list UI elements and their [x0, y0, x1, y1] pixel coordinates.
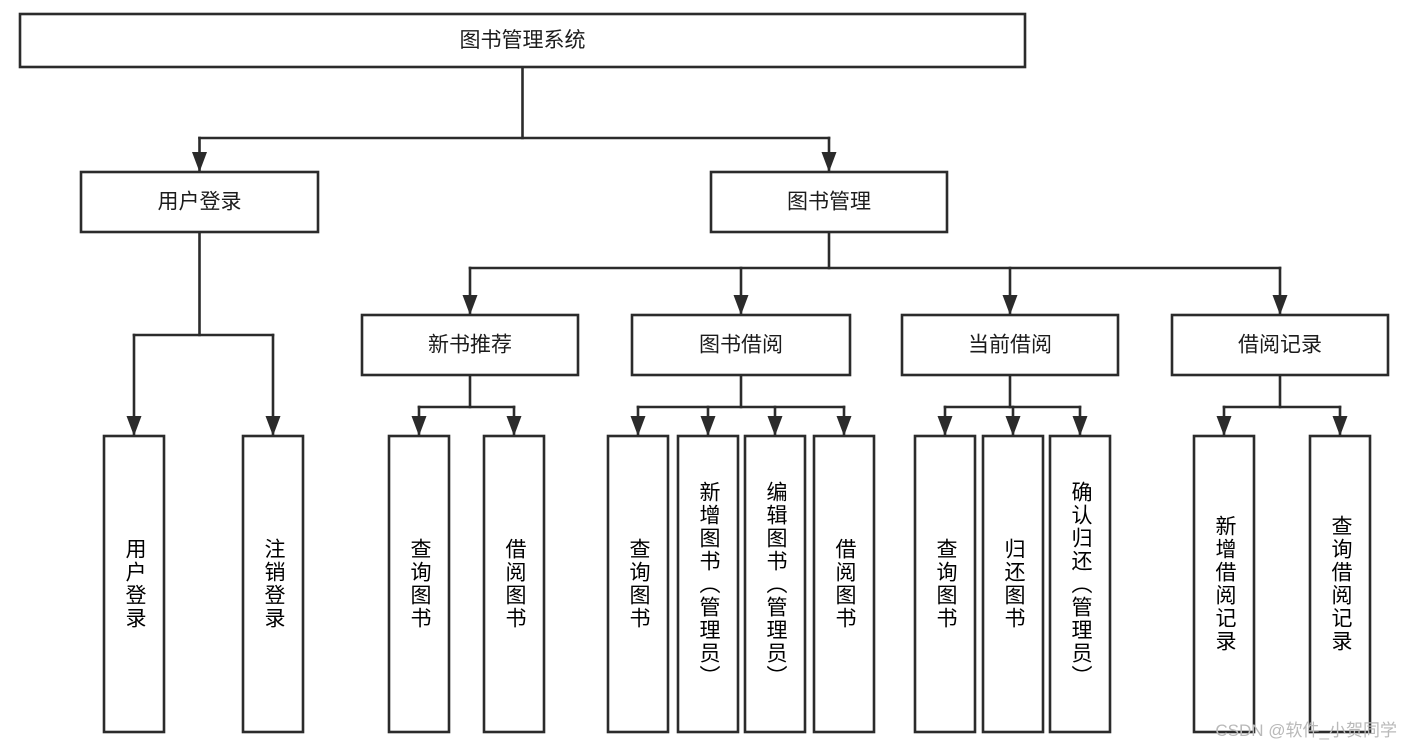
node-leaf-confirm-return-label-wrap: 确认归还（管理员） [1069, 480, 1092, 688]
node-leaf-logout[interactable]: 注销登录 [241, 434, 305, 734]
arrow-bookmgmt-to-book-borrow [733, 295, 749, 315]
node-leaf-confirm-return[interactable]: 确认归还（管理员） [1048, 434, 1112, 734]
node-leaf-confirm-return-label: 确认归还（管理员） [1069, 480, 1092, 688]
node-leaf-borrow-book-1-label: 借阅图书 [503, 538, 526, 630]
node-leaf-query-book-3[interactable]: 查询图书 [913, 434, 977, 734]
node-leaf-borrow-book-1-label-wrap: 借阅图书 [503, 538, 526, 630]
node-leaf-query-borrow-record-label: 查询借阅记录 [1329, 515, 1352, 653]
node-root-box[interactable] [18, 12, 1027, 69]
node-root[interactable]: 图书管理系统 [18, 12, 1027, 69]
node-leaf-user-login-label-wrap: 用户登录 [123, 538, 146, 630]
arrow-new-book-recommend-to-leaf-borrow-book-1 [506, 416, 522, 436]
node-borrow-record-box[interactable] [1170, 313, 1390, 377]
node-leaf-return-book[interactable]: 归还图书 [981, 434, 1045, 734]
node-leaf-add-book-admin[interactable]: 新增图书（管理员） [676, 434, 740, 734]
node-new-book-recommend-label: 新书推荐 [428, 334, 512, 357]
node-leaf-query-book-2-box[interactable] [606, 434, 670, 734]
node-leaf-edit-book-admin-box[interactable] [743, 434, 807, 734]
node-leaf-query-book-3-box[interactable] [913, 434, 977, 734]
node-leaf-logout-label: 注销登录 [262, 538, 285, 630]
node-user-login[interactable]: 用户登录 [79, 170, 320, 234]
node-leaf-add-borrow-record-label: 新增借阅记录 [1213, 515, 1236, 653]
node-leaf-return-book-box[interactable] [981, 434, 1045, 734]
arrow-bookmgmt-to-new-book-recommend [462, 295, 478, 315]
node-leaf-return-book-label-wrap: 归还图书 [1002, 538, 1025, 630]
node-leaf-borrow-book-2-box[interactable] [812, 434, 876, 734]
node-leaf-borrow-book-2[interactable]: 借阅图书 [812, 434, 876, 734]
node-leaf-query-book-2[interactable]: 查询图书 [606, 434, 670, 734]
node-leaf-add-book-admin-box[interactable] [676, 434, 740, 734]
node-new-book-recommend-box[interactable] [360, 313, 580, 377]
node-leaf-borrow-book-1[interactable]: 借阅图书 [482, 434, 546, 734]
node-leaf-add-book-admin-label-wrap: 新增图书（管理员） [697, 480, 720, 688]
node-leaf-add-borrow-record-box[interactable] [1192, 434, 1256, 734]
node-leaf-borrow-book-2-label: 借阅图书 [833, 538, 856, 630]
node-leaf-user-login-box[interactable] [102, 434, 166, 734]
node-borrow-record-label: 借阅记录 [1238, 334, 1322, 357]
node-new-book-recommend[interactable]: 新书推荐 [360, 313, 580, 377]
node-leaf-query-book-3-label-wrap: 查询图书 [934, 538, 957, 630]
arrow-bookmgmt-to-borrow-record [1272, 295, 1288, 315]
node-book-management[interactable]: 图书管理 [709, 170, 949, 234]
node-leaf-query-book-1[interactable]: 查询图书 [387, 434, 451, 734]
arrow-current-borrow-to-leaf-confirm-return [1072, 416, 1088, 436]
arrow-bookmgmt-to-current-borrow [1002, 295, 1018, 315]
node-leaf-query-book-3-label: 查询图书 [934, 538, 957, 630]
node-book-management-label: 图书管理 [787, 191, 871, 214]
node-leaf-logout-box[interactable] [241, 434, 305, 734]
arrow-book-borrow-to-leaf-borrow-book-2 [836, 416, 852, 436]
arrow-root-to-book-management [821, 152, 837, 172]
node-book-borrow[interactable]: 图书借阅 [630, 313, 852, 377]
node-leaf-query-book-2-label: 查询图书 [627, 538, 650, 630]
node-leaf-query-book-1-box[interactable] [387, 434, 451, 734]
node-leaf-query-book-1-label-wrap: 查询图书 [408, 538, 431, 630]
node-book-borrow-label: 图书借阅 [699, 334, 783, 357]
node-book-borrow-box[interactable] [630, 313, 852, 377]
arrow-book-borrow-to-leaf-edit-book-admin [767, 416, 783, 436]
node-current-borrow-box[interactable] [900, 313, 1120, 377]
arrow-new-book-recommend-to-leaf-query-book-1 [411, 416, 427, 436]
node-leaf-edit-book-admin-label: 编辑图书（管理员） [764, 480, 787, 688]
node-leaf-edit-book-admin-label-wrap: 编辑图书（管理员） [764, 480, 787, 688]
node-leaf-add-borrow-record-label-wrap: 新增借阅记录 [1213, 515, 1236, 653]
arrow-borrow-record-to-leaf-query-borrow-record [1332, 416, 1348, 436]
node-leaf-user-login[interactable]: 用户登录 [102, 434, 166, 734]
arrow-current-borrow-to-leaf-return-book [1005, 416, 1021, 436]
node-book-management-box[interactable] [709, 170, 949, 234]
node-current-borrow-label: 当前借阅 [968, 334, 1052, 357]
node-leaf-edit-book-admin[interactable]: 编辑图书（管理员） [743, 434, 807, 734]
node-leaf-add-book-admin-label: 新增图书（管理员） [697, 480, 720, 688]
node-leaf-query-borrow-record[interactable]: 查询借阅记录 [1308, 434, 1372, 734]
node-leaf-query-borrow-record-label-wrap: 查询借阅记录 [1329, 515, 1352, 653]
node-leaf-confirm-return-box[interactable] [1048, 434, 1112, 734]
arrow-root-to-user-login [192, 152, 207, 172]
arrow-current-borrow-to-leaf-query-book-3 [937, 416, 953, 436]
node-borrow-record[interactable]: 借阅记录 [1170, 313, 1390, 377]
arrow-book-borrow-to-leaf-query-book-2 [630, 416, 646, 436]
node-leaf-borrow-book-1-box[interactable] [482, 434, 546, 734]
node-leaf-query-book-1-label: 查询图书 [408, 538, 431, 630]
node-current-borrow[interactable]: 当前借阅 [900, 313, 1120, 377]
node-leaf-query-book-2-label-wrap: 查询图书 [627, 538, 650, 630]
arrow-user-login-to-leaf-user-login [126, 416, 142, 436]
node-leaf-logout-label-wrap: 注销登录 [262, 538, 285, 630]
node-leaf-return-book-label: 归还图书 [1002, 538, 1025, 630]
node-user-login-label: 用户登录 [158, 191, 242, 214]
arrow-book-borrow-to-leaf-add-book-admin [700, 416, 716, 436]
node-root-label: 图书管理系统 [460, 29, 586, 52]
node-leaf-add-borrow-record[interactable]: 新增借阅记录 [1192, 434, 1256, 734]
arrow-user-login-to-leaf-logout [265, 416, 281, 436]
node-leaf-user-login-label: 用户登录 [123, 538, 146, 630]
node-leaf-borrow-book-2-label-wrap: 借阅图书 [833, 538, 856, 630]
arrow-borrow-record-to-leaf-add-borrow-record [1216, 416, 1232, 436]
node-leaf-query-borrow-record-box[interactable] [1308, 434, 1372, 734]
node-user-login-box[interactable] [79, 170, 320, 234]
